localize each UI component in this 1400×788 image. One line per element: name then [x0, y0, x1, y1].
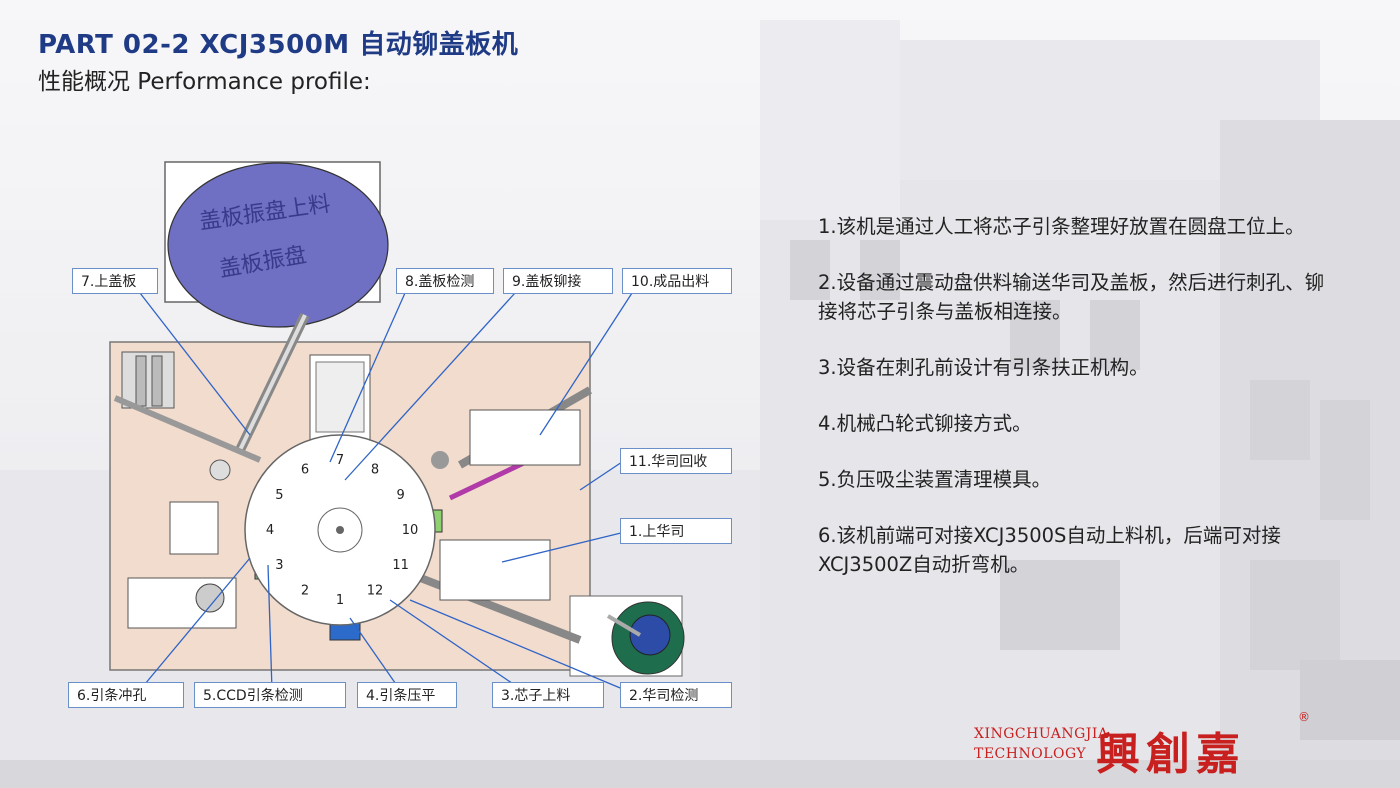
performance-description: 1.该机是通过人工将芯子引条整理好放置在圆盘工位上。 2.设备通过震动盘供料输送… [818, 212, 1338, 606]
wheel-number-9: 9 [396, 488, 404, 503]
registered-mark: ® [1298, 710, 1310, 724]
station-label-5: 5.CCD引条检测 [194, 682, 346, 708]
wheel-number-11: 11 [392, 558, 409, 573]
description-item-5: 5.负压吸尘装置清理模具。 [818, 468, 1052, 491]
logo-text-line2: TECHNOLOGY [974, 746, 1087, 762]
station-label-10: 10.成品出料 [622, 268, 732, 294]
wheel-number-1: 1 [336, 593, 344, 608]
company-logo: XINGCHUANGJIA TECHNOLOGY 興創嘉 ® [968, 710, 1338, 780]
logo-chinese-name: 興創嘉 [1096, 729, 1246, 780]
station-label-4: 4.引条压平 [357, 682, 457, 708]
wheel-number-8: 8 [371, 462, 379, 477]
station-label-9: 9.盖板铆接 [503, 268, 613, 294]
wheel-number-12: 12 [367, 584, 384, 599]
description-item-4: 4.机械凸轮式铆接方式。 [818, 412, 1032, 435]
wheel-number-7: 7 [336, 453, 344, 468]
description-item-6: 6.该机前端可对接XCJ3500S自动上料机，后端可对接XCJ3500Z自动折弯… [818, 524, 1281, 576]
wheel-number-4: 4 [266, 523, 274, 538]
station-label-6: 6.引条冲孔 [68, 682, 184, 708]
page-title: PART 02-2 XCJ3500M 自动铆盖板机 [38, 30, 519, 60]
wheel-number-2: 2 [301, 584, 309, 599]
description-item-3: 3.设备在刺孔前设计有引条扶正机构。 [818, 356, 1149, 379]
wheel-number-5: 5 [275, 488, 283, 503]
cover-vibratory-disc [167, 162, 389, 328]
station-label-1: 1.上华司 [620, 518, 732, 544]
station-label-8: 8.盖板检测 [396, 268, 494, 294]
station-label-2: 2.华司检测 [620, 682, 732, 708]
description-item-2: 2.设备通过震动盘供料输送华司及盖板，然后进行刺孔、铆接将芯子引条与盖板相连接。 [818, 271, 1325, 323]
station-label-3: 3.芯子上料 [492, 682, 604, 708]
station-label-7: 7.上盖板 [72, 268, 158, 294]
description-item-1: 1.该机是通过人工将芯子引条整理好放置在圆盘工位上。 [818, 215, 1305, 238]
page-subtitle: 性能概况 Performance profile: [38, 69, 371, 95]
wheel-number-10: 10 [402, 523, 419, 538]
wheel-number-3: 3 [275, 558, 283, 573]
station-label-11: 11.华司回收 [620, 448, 732, 474]
wheel-number-6: 6 [301, 462, 309, 477]
logo-text-line1: XINGCHUANGJIA [974, 726, 1109, 742]
